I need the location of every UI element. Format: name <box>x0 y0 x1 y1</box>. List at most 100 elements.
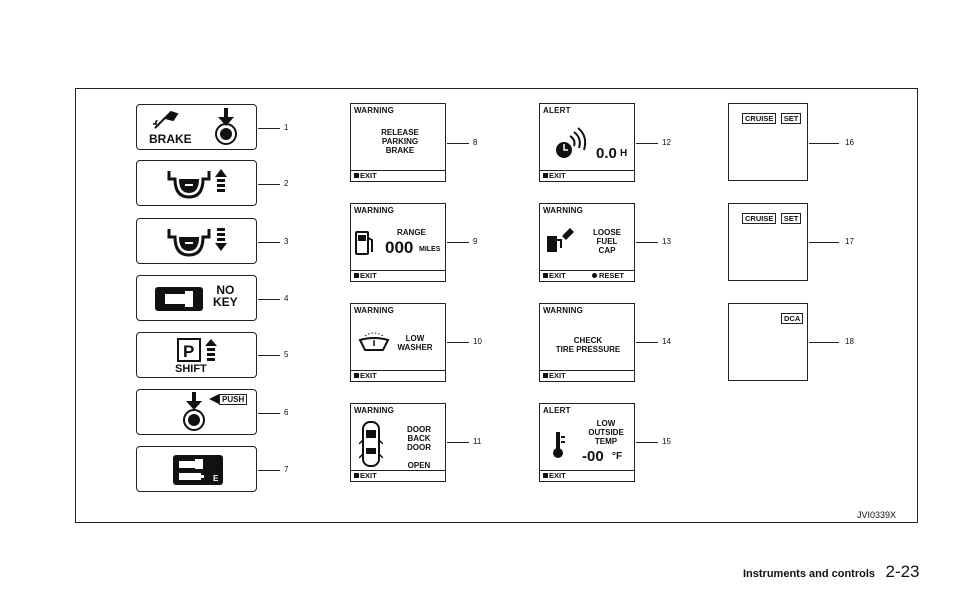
display-header: WARNING <box>354 306 395 315</box>
callout-number: 8 <box>473 138 478 147</box>
callout-line <box>809 342 839 343</box>
section-title: Instruments and controls <box>743 568 876 580</box>
range-unit: MILES <box>419 246 441 253</box>
callout-line <box>258 299 280 300</box>
display-13: WARNING LOOSE FUEL CAP EXIT RESET <box>539 203 635 282</box>
callout-line <box>636 143 658 144</box>
display-footer: EXIT <box>351 470 445 481</box>
figure-id: JVI0339X <box>857 510 897 520</box>
callout-line <box>636 342 658 343</box>
display-footer: EXIT RESET <box>540 270 634 281</box>
display-header: WARNING <box>543 306 584 315</box>
cruise-label: CRUISE <box>742 213 777 224</box>
push-start-indicator: PUSH <box>136 389 257 435</box>
callout-line <box>258 470 280 471</box>
display-header: WARNING <box>354 106 395 115</box>
exit-label: EXIT <box>360 371 377 380</box>
figure-frame <box>75 88 918 523</box>
e-label: E <box>213 474 219 483</box>
loose-fuel-cap-msg: LOOSE FUEL CAP <box>592 228 621 255</box>
callout-number: 17 <box>845 237 854 246</box>
key-battery-icon <box>173 455 223 485</box>
reset-label: RESET <box>599 271 625 280</box>
callout-number: 18 <box>845 337 854 346</box>
dca-label: DCA <box>781 313 804 324</box>
display-11: WARNING DOOR BACK DOOR OPEN EXIT <box>350 403 446 482</box>
display-9: WARNING RANGE 000 MILES EXIT <box>350 203 446 282</box>
exit-label: EXIT <box>549 271 566 280</box>
display-header: WARNING <box>354 406 395 415</box>
display-8: WARNING RELEASE PARKING BRAKE EXIT <box>350 103 446 182</box>
thermometer-icon <box>553 432 565 458</box>
range-value: 000 <box>385 238 414 257</box>
callout-line <box>636 442 658 443</box>
display-16: CRUISE SET <box>728 103 808 181</box>
no-key-label: NO KEY <box>213 283 238 309</box>
exit-label: EXIT <box>360 471 377 480</box>
parking-brake-hand-icon <box>153 110 179 129</box>
display-footer: EXIT <box>351 170 445 181</box>
callout-number: 5 <box>284 350 289 359</box>
push-brake-pedal-icon <box>183 392 205 431</box>
park-shift-icon: P <box>177 338 217 362</box>
callout-number: 11 <box>473 437 482 446</box>
callout-number: 15 <box>662 437 671 446</box>
callout-number: 14 <box>662 337 671 346</box>
timer-value: 0.0 <box>596 145 617 162</box>
callout-line <box>447 442 469 443</box>
shift-park-indicator: P SHIFT <box>136 332 257 378</box>
display-14: WARNING CHECK TIRE PRESSURE EXIT <box>539 303 635 382</box>
temp-unit: °F <box>612 451 623 462</box>
range-label: RANGE <box>397 228 426 237</box>
shift-down-indicator <box>136 218 257 264</box>
exit-label: EXIT <box>549 171 566 180</box>
cruise-label: CRUISE <box>742 113 777 124</box>
callout-number: 10 <box>473 337 482 346</box>
cruise-set-indicator: CRUISE SET <box>742 108 802 126</box>
callout-line <box>636 242 658 243</box>
callout-line <box>447 342 469 343</box>
callout-number: 6 <box>284 408 289 417</box>
timer-unit: H <box>620 148 628 159</box>
brake-pedal-icon <box>215 108 237 145</box>
callout-line <box>258 184 280 185</box>
exit-label: EXIT <box>549 371 566 380</box>
cruise-set-indicator: CRUISE SET <box>742 208 802 226</box>
callout-line <box>258 128 280 129</box>
door-open-msg: DOOR BACK DOOR OPEN <box>407 425 431 470</box>
shift-up-indicator <box>136 160 257 206</box>
display-header: ALERT <box>543 106 571 115</box>
exit-label: EXIT <box>360 171 377 180</box>
steering-lock-down-icon <box>167 228 227 257</box>
callout-number: 1 <box>284 123 289 132</box>
display-footer: EXIT <box>540 170 634 181</box>
push-label: PUSH <box>219 394 248 405</box>
page-footer: Instruments and controls 2-23 <box>743 562 920 582</box>
callout-number: 16 <box>845 138 854 147</box>
callout-number: 3 <box>284 237 289 246</box>
callout-line <box>258 355 280 356</box>
timer-alert-icon <box>556 127 587 158</box>
display-header: WARNING <box>543 206 584 215</box>
callout-number: 4 <box>284 294 289 303</box>
fuel-pump-icon <box>355 231 373 255</box>
callout-number: 9 <box>473 237 478 246</box>
display-footer: EXIT <box>540 370 634 381</box>
display-footer: EXIT <box>351 270 445 281</box>
display-header: WARNING <box>354 206 395 215</box>
display-footer: EXIT <box>540 470 634 481</box>
washer-fluid-icon <box>358 332 390 351</box>
set-label: SET <box>780 213 802 224</box>
display-10: WARNING LOW WASHER EXIT <box>350 303 446 382</box>
svg-text:P: P <box>183 342 194 361</box>
key-icon <box>155 287 203 311</box>
no-key-indicator: NO KEY <box>136 275 257 321</box>
callout-number: 7 <box>284 465 289 474</box>
display-15: ALERT LOW OUTSIDE TEMP -00 °F EXIT <box>539 403 635 482</box>
display-18: DCA <box>728 303 808 381</box>
callout-line <box>809 143 839 144</box>
display-footer: EXIT <box>351 370 445 381</box>
fuel-cap-icon <box>547 228 574 252</box>
callout-line <box>809 242 839 243</box>
exit-label: EXIT <box>549 471 566 480</box>
